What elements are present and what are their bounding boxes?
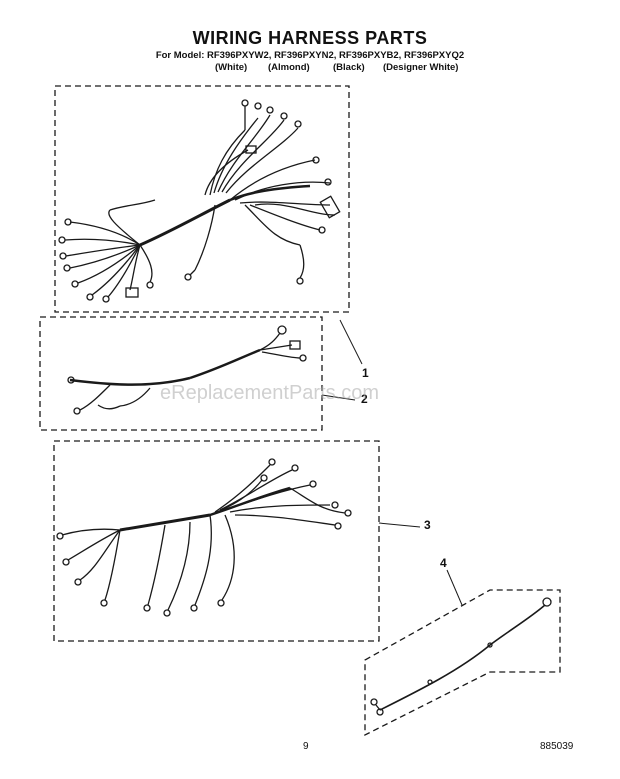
control-wiring-harness: [56, 458, 352, 617]
callout-2: 2: [361, 392, 368, 406]
callout-4: 4: [440, 556, 447, 570]
sensor-harness: [67, 325, 307, 415]
callout-4-leader: [446, 569, 463, 606]
part-2-outline: [39, 316, 323, 431]
color-white: (White): [215, 62, 248, 73]
callout-1: 1: [362, 366, 369, 380]
callout-3: 3: [424, 518, 431, 532]
page-number: 9: [303, 741, 309, 752]
main-wiring-harness: [58, 99, 341, 303]
color-black: (Black): [333, 62, 365, 73]
color-almond: (Almond): [268, 62, 310, 73]
callout-2-leader: [321, 394, 356, 401]
part-3-outline: [53, 440, 380, 642]
part-4-outline: [364, 589, 561, 737]
callout-1-leader: [339, 319, 363, 365]
part-1-outline: [54, 85, 350, 313]
page-title: WIRING HARNESS PARTS: [192, 28, 428, 48]
callout-3-leader: [378, 522, 421, 528]
watermark: eReplacementParts.com: [160, 382, 379, 404]
model-list: For Model: RF396PXYW2, RF396PXYN2, RF396…: [155, 50, 465, 61]
color-designer-white: (Designer White): [383, 62, 459, 73]
ground-wire: [370, 597, 552, 716]
document-number: 885039: [540, 741, 574, 752]
